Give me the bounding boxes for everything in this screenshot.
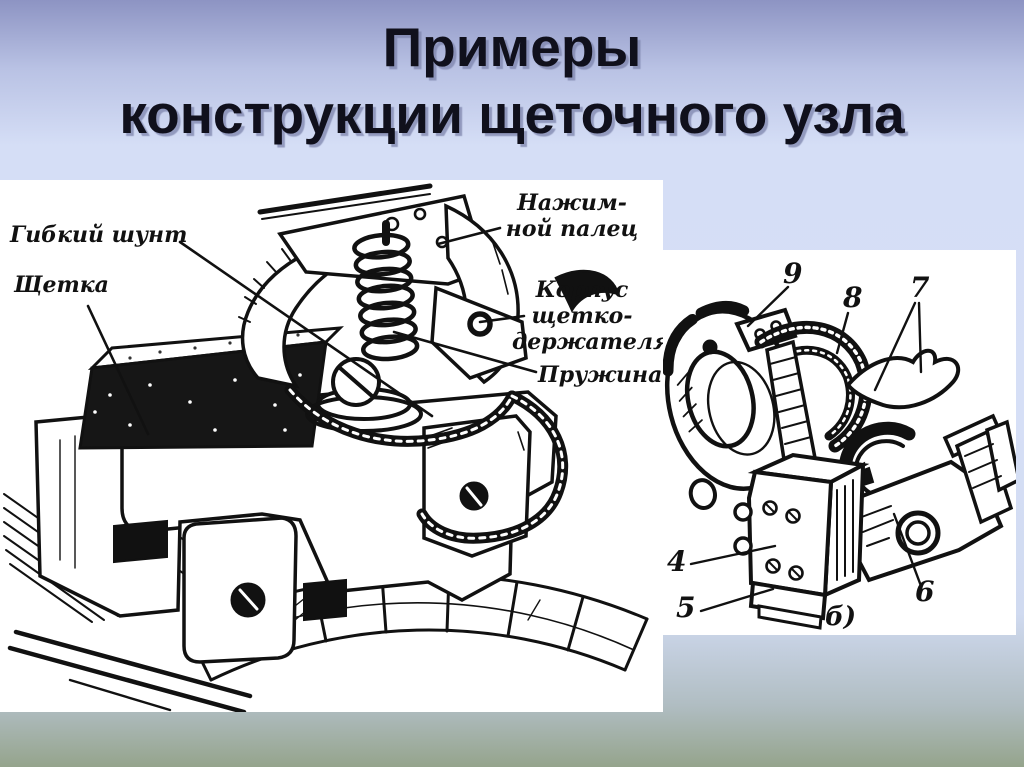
title-line-1: Примеры — [382, 16, 642, 78]
figure-b-caption: б) — [825, 602, 857, 632]
figure-b-panel: 9 8 7 4 5 6 б) — [663, 250, 1016, 635]
brush-box — [733, 452, 875, 630]
figure-b-leader-lines — [689, 285, 923, 613]
brush-block — [78, 326, 344, 450]
label-holder-body: Корпус щетко- держателя — [512, 277, 671, 355]
label-spring: Пружина — [538, 362, 663, 388]
label-flexible-shunt: Гибкий шунт — [10, 222, 188, 248]
holder-frame-right — [430, 203, 620, 385]
ring-bolt-hole — [702, 339, 718, 355]
label-pressure-finger-line1: Нажим- — [517, 190, 627, 216]
figure-a-drawing — [3, 183, 649, 712]
pressure-finger-b — [845, 348, 961, 410]
part-number-7: 7 — [910, 271, 930, 304]
label-pressure-finger: Нажим- ной палец — [502, 190, 642, 242]
part-number-5: 5 — [676, 591, 696, 624]
part-number-8: 8 — [843, 281, 863, 314]
label-pressure-finger-line2: ной палец — [505, 216, 639, 242]
base-plate — [748, 580, 828, 621]
label-holder-body-line3: держателя — [512, 329, 671, 355]
label-holder-body-line1: Корпус — [535, 277, 629, 303]
figure-a-leader-lines — [86, 226, 538, 436]
part-number-9: 9 — [783, 257, 803, 290]
figure-b-drawing — [663, 285, 1016, 630]
clamp-ring — [663, 300, 802, 510]
label-brush: Щетка — [14, 272, 109, 298]
part-number-4: 4 — [667, 545, 687, 578]
title-line-2: конструкции щеточного узла — [119, 83, 905, 146]
part-number-6: 6 — [915, 575, 935, 608]
slide-title: Примеры конструкции щеточного узла — [0, 14, 1024, 148]
flexible-shunt-rope — [284, 384, 569, 544]
mounting-arm — [828, 413, 1016, 583]
figure-a-panel: Гибкий шунт Щетка Нажим- ной палец Корпу… — [0, 180, 671, 712]
spiral-spring — [754, 321, 873, 469]
label-holder-body-line2: щетко- — [531, 303, 633, 329]
